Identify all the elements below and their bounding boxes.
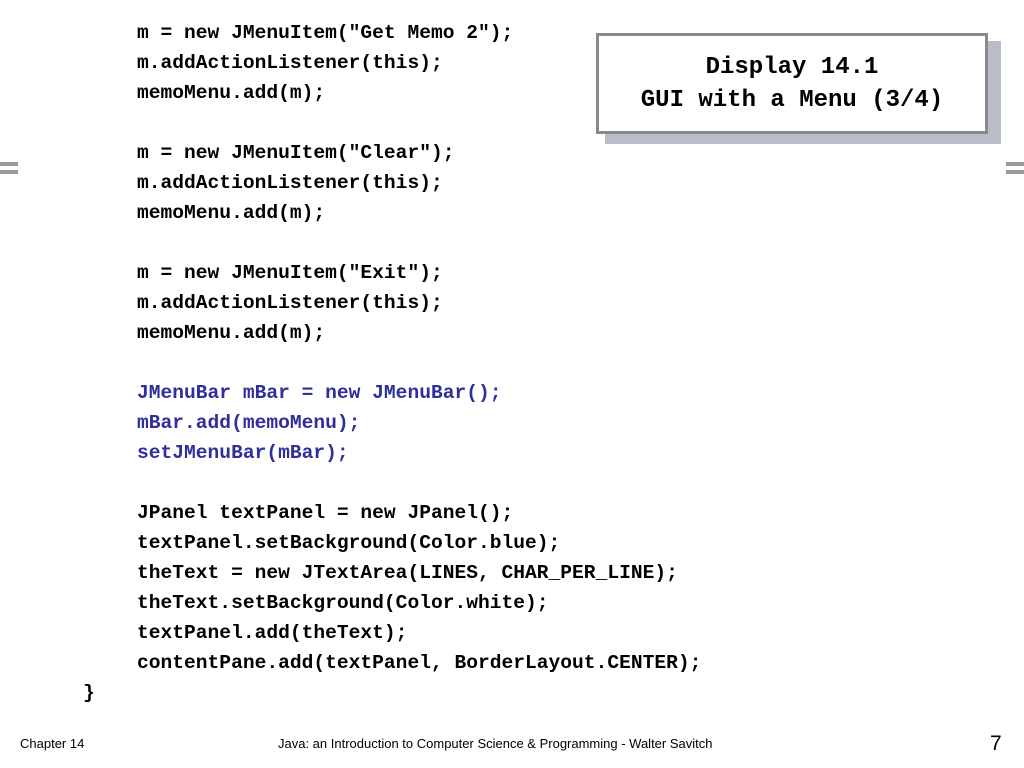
code-line: textPanel.setBackground(Color.blue);: [137, 532, 561, 554]
left-edge-marker: [0, 162, 18, 178]
code-line: memoMenu.add(m);: [137, 82, 326, 104]
code-line: }: [83, 682, 95, 704]
page-number: 7: [990, 732, 1002, 755]
footer-book-title: Java: an Introduction to Computer Scienc…: [278, 736, 713, 751]
code-line: theText = new JTextArea(LINES, CHAR_PER_…: [137, 562, 678, 584]
code-line: m.addActionListener(this);: [137, 52, 443, 74]
display-number: Display 14.1: [705, 53, 879, 81]
code-line: m = new JMenuItem("Get Memo 2");: [137, 22, 514, 44]
code-line: m.addActionListener(this);: [137, 172, 443, 194]
code-line: textPanel.add(theText);: [137, 622, 408, 644]
code-line: JPanel textPanel = new JPanel();: [137, 502, 514, 524]
code-line: memoMenu.add(m);: [137, 202, 326, 224]
code-line: JMenuBar mBar = new JMenuBar();: [137, 382, 502, 404]
code-line: memoMenu.add(m);: [137, 322, 326, 344]
code-line: contentPane.add(textPanel, BorderLayout.…: [137, 652, 702, 674]
title-box: Display 14.1 GUI with a Menu (3/4): [596, 33, 988, 134]
code-line: mBar.add(memoMenu);: [137, 412, 361, 434]
code-line: m = new JMenuItem("Exit");: [137, 262, 443, 284]
footer-chapter: Chapter 14: [20, 736, 85, 751]
code-line: m = new JMenuItem("Clear");: [137, 142, 455, 164]
right-edge-marker: [1006, 162, 1024, 178]
code-line: m.addActionListener(this);: [137, 292, 443, 314]
code-line: setJMenuBar(mBar);: [137, 442, 349, 464]
display-title: GUI with a Menu (3/4): [640, 86, 944, 114]
code-line: theText.setBackground(Color.white);: [137, 592, 549, 614]
